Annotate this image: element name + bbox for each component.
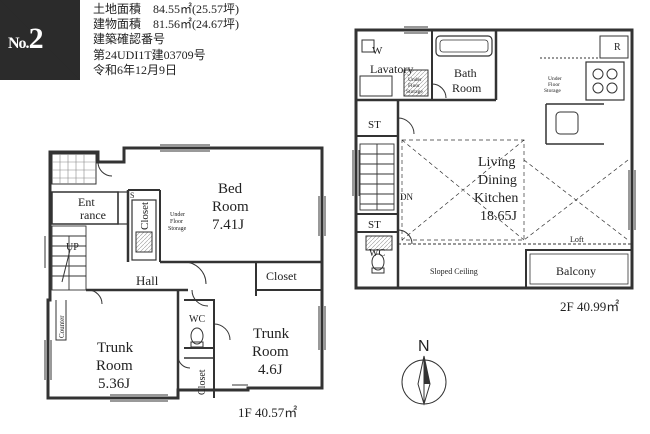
sloped-ceiling-label: Sloped Ceiling: [430, 267, 478, 276]
storage-right-label-3: Storage: [544, 88, 561, 94]
entrance-label-2: rance: [80, 208, 106, 222]
bath-room-label-2: Room: [452, 81, 482, 95]
badge-prefix: No.: [8, 35, 30, 52]
r-label: R: [614, 42, 621, 53]
trunk-room-2-size: 4.6J: [258, 362, 283, 378]
w-label: W: [372, 45, 383, 57]
balcony-label: Balcony: [556, 264, 596, 278]
living-label-1: Living: [478, 155, 515, 170]
bed-room-size: 7.41J: [212, 217, 244, 233]
hall-label: Hall: [136, 273, 159, 288]
stairs-1f: [51, 225, 87, 291]
storage-1f-label-3: Storage: [168, 226, 187, 232]
storage-2f-label-1: Under: [408, 77, 422, 83]
loft-label: Loft: [570, 235, 585, 244]
trunk-room-2-label-1: Trunk: [253, 326, 290, 342]
badge-triangle-shape: [0, 0, 80, 80]
storage-2f-label-2: Floor: [408, 83, 420, 89]
property-info: 土地面積 84.55㎡(25.57坪) 建物面積 81.56㎡(24.67坪) …: [93, 2, 239, 78]
closet-vertical-label: Closet: [139, 202, 151, 230]
lavatory-label: Lavatory: [370, 62, 413, 76]
floor-2-area: 2F 40.99㎡: [560, 299, 620, 314]
porch-tiles: [51, 153, 97, 185]
plan-number-badge: No.2: [0, 0, 80, 80]
entrance-label-1: Ent: [78, 195, 95, 209]
trunk-room-1-size: 5.36J: [98, 376, 130, 392]
wc-1f-label: WC: [189, 314, 205, 325]
storage-right-label-2: Floor: [548, 82, 560, 88]
trunk-room-2-label-2: Room: [252, 344, 289, 360]
st-top-label: ST: [368, 119, 381, 131]
cert-label-text: 建築確認番号: [93, 32, 166, 47]
floor-1-labels: Ent rance UP S Closet Under Floor Storag…: [58, 181, 297, 395]
living-size: 18.65J: [480, 209, 518, 224]
bath-room-label-1: Bath: [454, 66, 477, 80]
balcony-area: [525, 249, 633, 289]
living-label-3: Kitchen: [474, 191, 518, 206]
closet-small-label: Closet: [197, 369, 208, 395]
trunk-room-1-label-1: Trunk: [97, 340, 134, 356]
cert-number-text: 第24UDI1T建03709号: [93, 47, 206, 62]
living-label-2: Dining: [478, 173, 517, 188]
compass-north-label: N: [418, 338, 430, 355]
bed-room-label-2: Room: [212, 199, 249, 215]
storage-1f-label-2: Floor: [170, 219, 183, 225]
closet-horizontal-label: Closet: [266, 269, 297, 283]
shoe-label: S: [130, 191, 134, 200]
floor-2-labels: W Lavatory Under Floor Storage Bath Room…: [368, 42, 621, 278]
st-bottom-label: ST: [368, 219, 381, 231]
badge-label: No.2: [8, 22, 44, 56]
up-label: UP: [66, 242, 79, 253]
floor-2-plan: [352, 26, 636, 290]
cert-date-text: 令和6年12月9日: [93, 62, 178, 77]
building-area-text: 建物面積 81.56㎡(24.67坪): [93, 17, 239, 32]
storage-2f-label-3: Storage: [406, 89, 423, 95]
counter-label: Counter: [58, 315, 66, 338]
floor-1-area: 1F 40.57㎡: [238, 405, 298, 420]
storage-1f-label-1: Under: [170, 212, 185, 218]
dn-label: DN: [400, 192, 413, 202]
compass: [401, 355, 447, 406]
land-area-text: 土地面積 84.55㎡(25.57坪): [93, 2, 239, 16]
bed-room-label-1: Bed: [218, 181, 243, 197]
wc-2f-label: WC: [369, 248, 385, 259]
badge-number: 2: [28, 22, 44, 55]
storage-right-label-1: Under: [548, 76, 562, 82]
trunk-room-1-label-2: Room: [96, 358, 133, 374]
floor-1-plan: [44, 144, 326, 402]
stairs-2f: [359, 143, 395, 211]
